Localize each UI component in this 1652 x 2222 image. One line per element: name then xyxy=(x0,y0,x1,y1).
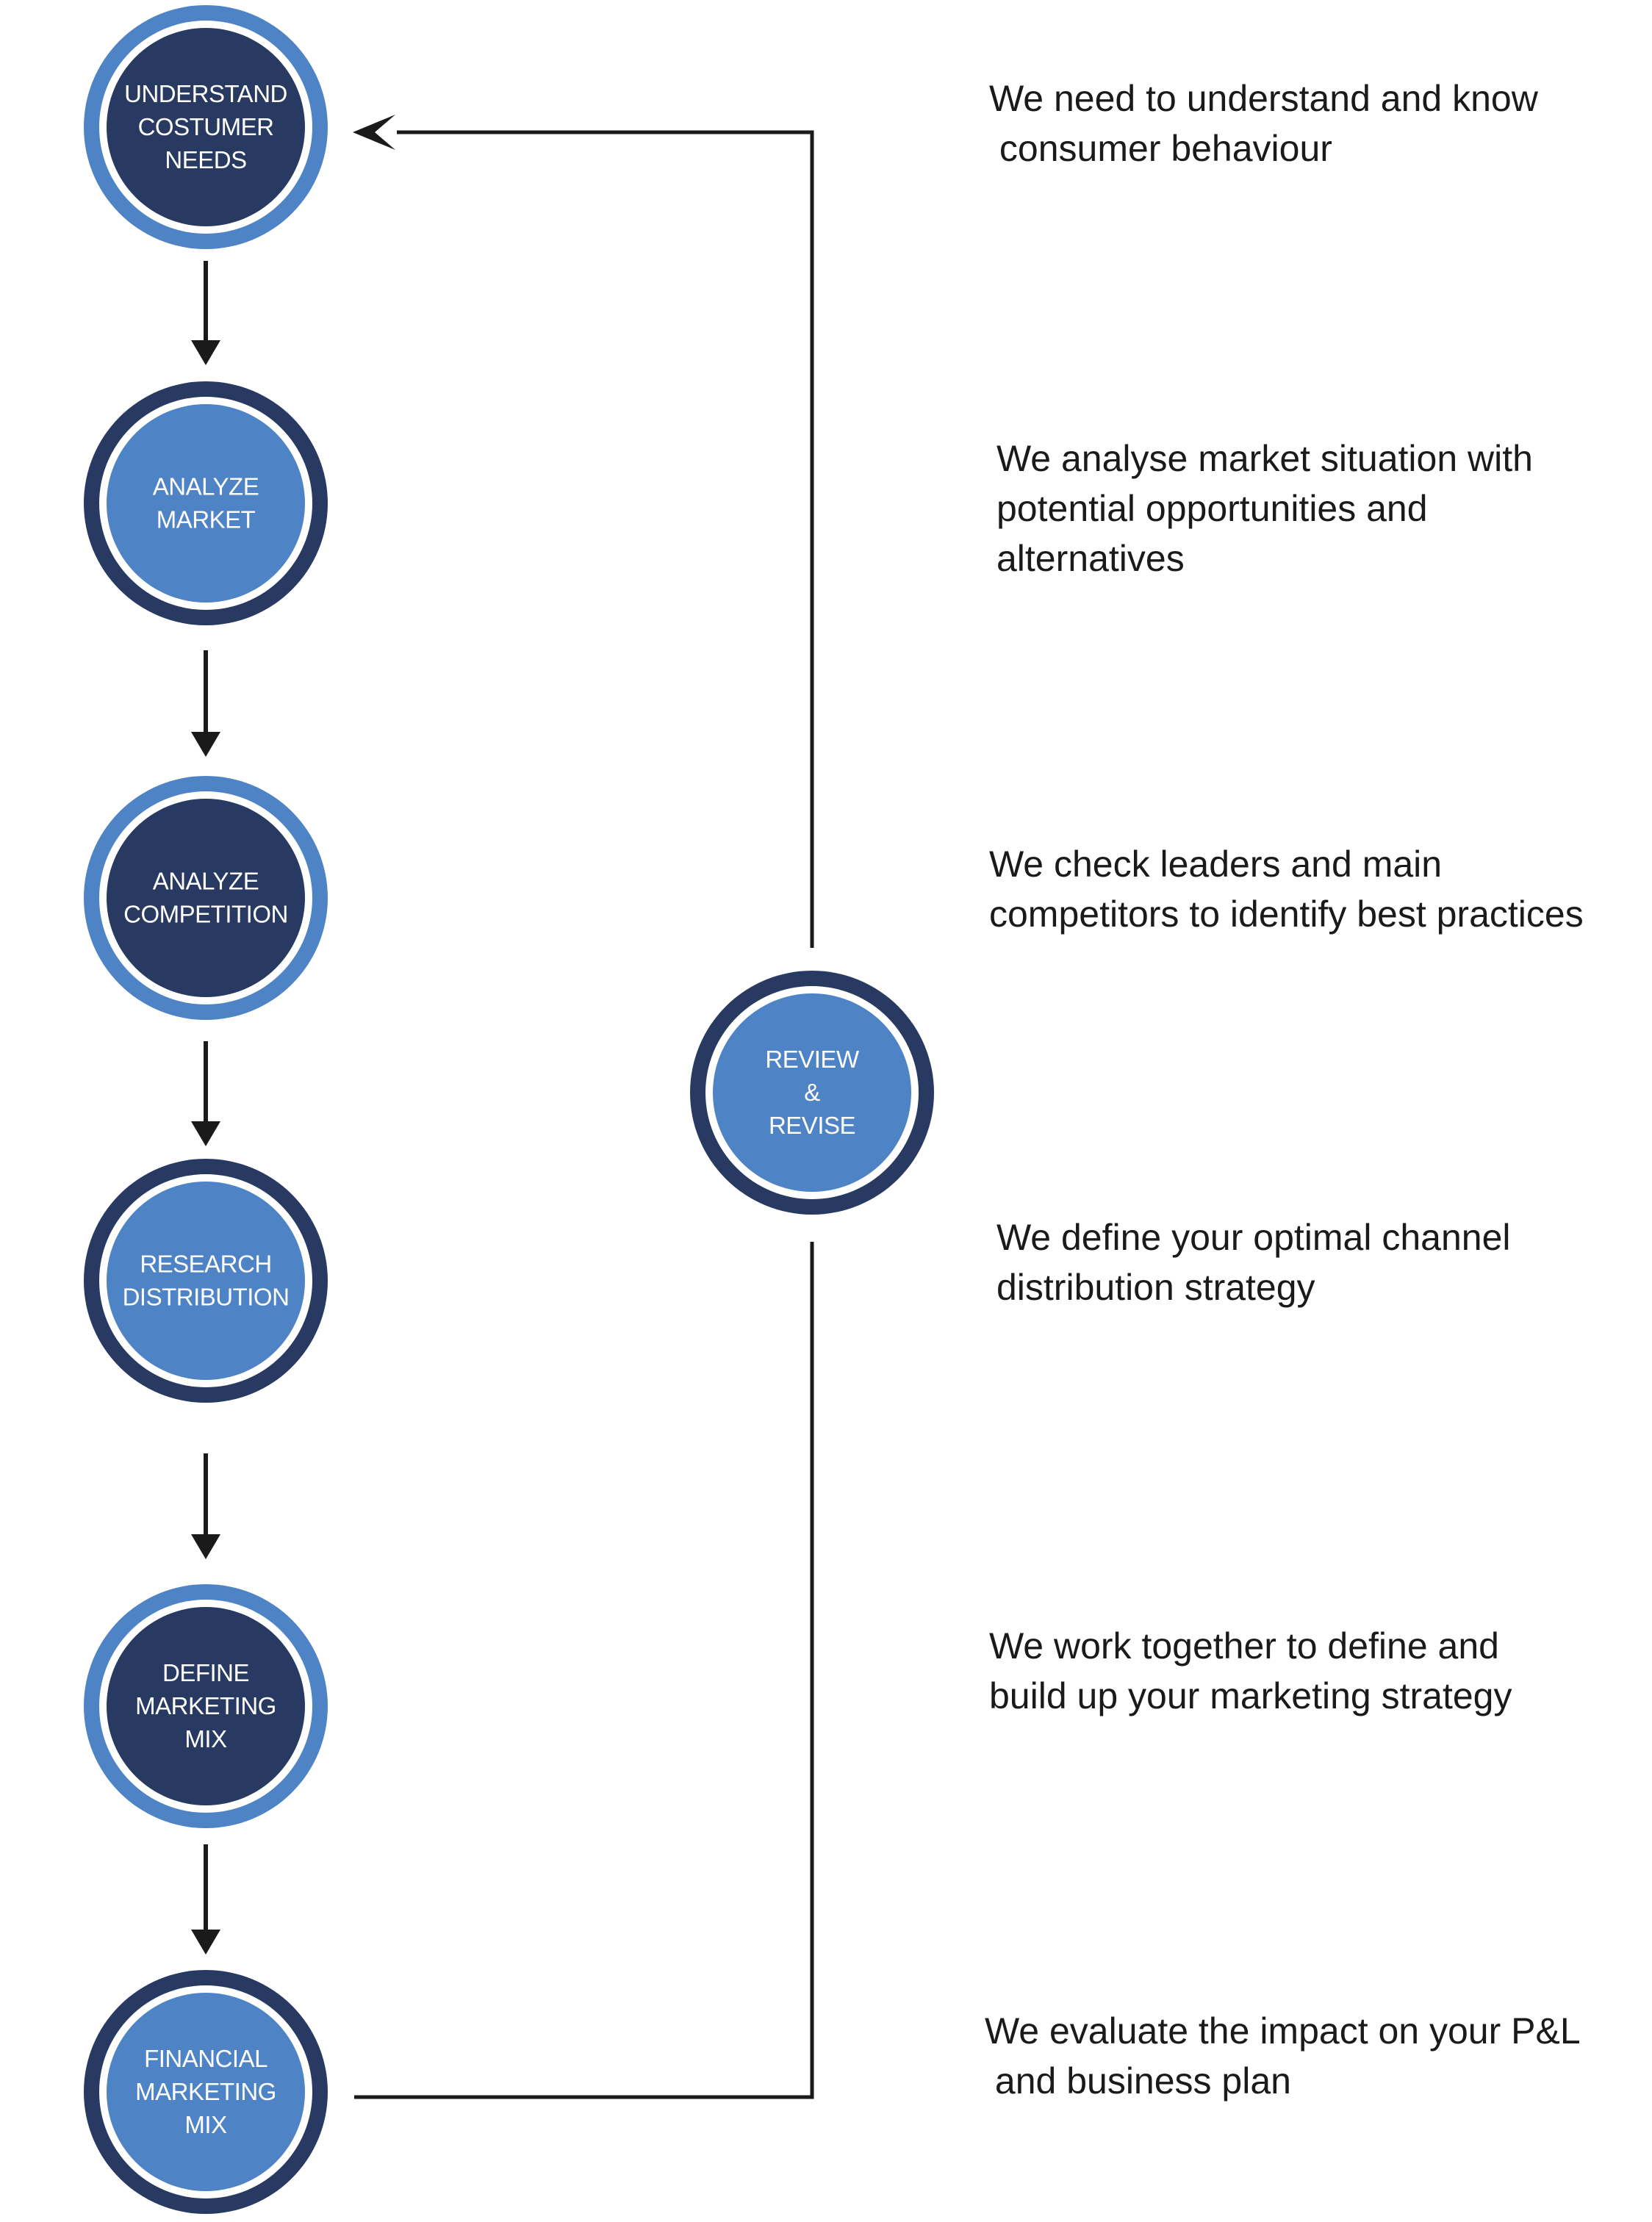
step-node-analyze-competition-core xyxy=(107,799,305,997)
step-node-financial-marketing-mix-label-line: MIX xyxy=(184,2111,227,2138)
step-node-financial-marketing-mix-core xyxy=(107,1993,305,2191)
step-node-understand-label-line: NEEDS xyxy=(165,146,246,173)
step-node-understand-label-line: UNDERSTAND xyxy=(124,80,287,107)
flow-arrow-5-head xyxy=(191,1930,220,1955)
review-revise-node-label-line: REVIEW xyxy=(765,1046,860,1073)
step-node-define-marketing-mix-core xyxy=(107,1607,305,1805)
step-node-financial-marketing-mix: FINANCIAL MARKETING MIX xyxy=(84,1970,328,2214)
loop-upper-line xyxy=(397,130,814,948)
step-node-financial-marketing-mix-label-line: MARKETING xyxy=(135,2078,276,2105)
step-node-understand-label-line: COSTUMER xyxy=(138,113,274,140)
step-node-financial-marketing-mix-label-line: FINANCIAL xyxy=(144,2045,267,2072)
flow-arrow-2-head xyxy=(191,732,220,757)
loop-arrow-head xyxy=(353,115,395,150)
step-node-analyze-market-label-line: MARKET xyxy=(157,506,256,533)
step-description-analyze-market: We analyse market situation with potenti… xyxy=(996,438,1533,579)
step-node-understand-core xyxy=(107,28,305,226)
step-node-define-marketing-mix-label-line: MARKETING xyxy=(135,1692,276,1719)
step-node-define-marketing-mix-label-line: MIX xyxy=(184,1725,227,1752)
step-description-research-distribution: We define your optimal channel distribut… xyxy=(996,1217,1511,1308)
step-description-understand: We need to understand and know consumer … xyxy=(989,78,1538,169)
flow-arrow-4-head xyxy=(191,1534,220,1559)
step-node-analyze-market-label-line: ANALYZE xyxy=(153,473,259,500)
connectors xyxy=(191,115,814,2099)
step-node-analyze-competition-label-line: COMPETITION xyxy=(123,901,288,928)
step-node-define-marketing-mix: DEFINE MARKETING MIX xyxy=(84,1584,328,1828)
step-nodes: UNDERSTANDCOSTUMERNEEDSANALYZEMARKETANAL… xyxy=(84,5,934,2214)
flow-arrow-3-head xyxy=(191,1121,220,1146)
review-revise-node-label-line: REVISE xyxy=(769,1112,855,1139)
review-revise-node-core xyxy=(713,993,911,1192)
step-description-analyze-competition: We check leaders and main competitors to… xyxy=(989,844,1584,935)
review-revise-node: REVIEW & REVISE xyxy=(690,971,934,1215)
step-description-financial-marketing-mix: We evaluate the impact on your P&L and b… xyxy=(985,2010,1581,2101)
step-node-define-marketing-mix-label-line: DEFINE xyxy=(162,1659,249,1686)
step-node-analyze-market: ANALYZE MARKET xyxy=(84,381,328,625)
flow-arrow-1-head xyxy=(191,340,220,365)
step-node-analyze-competition-label-line: ANALYZE xyxy=(153,868,259,895)
step-node-research-distribution-label-line: RESEARCH xyxy=(140,1251,271,1278)
step-node-understand: UNDERSTAND COSTUMER NEEDS xyxy=(84,5,328,249)
step-description-define-marketing-mix: We work together to define and build up … xyxy=(989,1625,1512,1716)
step-node-research-distribution-label-line: DISTRIBUTION xyxy=(123,1284,290,1311)
loop-lower-line xyxy=(354,1242,814,2099)
step-node-research-distribution: RESEARCH DISTRIBUTION xyxy=(84,1159,328,1403)
step-node-research-distribution-core xyxy=(107,1182,305,1380)
step-node-analyze-competition: ANALYZE COMPETITION xyxy=(84,776,328,1020)
step-node-analyze-market-core xyxy=(107,404,305,603)
review-revise-node-label-line: & xyxy=(804,1079,820,1106)
